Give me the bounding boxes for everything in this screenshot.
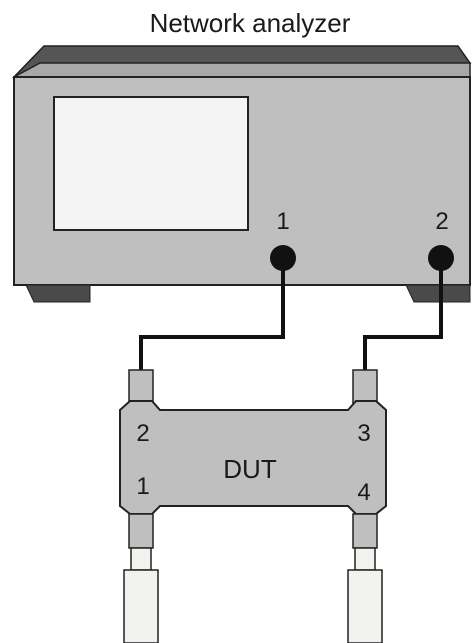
analyzer-left-foot [25, 284, 91, 303]
cable-port2-to-dut-port3 [363, 258, 443, 370]
dut-port-2-connector [128, 369, 154, 406]
dut-port-2-label: 2 [136, 420, 149, 447]
termination-port-4-collar [354, 547, 376, 571]
analyzer-port-1-label: 1 [276, 208, 289, 235]
analyzer-right-foot [405, 284, 471, 303]
dut-port-1-connector [128, 513, 154, 549]
analyzer-top-edge [13, 62, 471, 78]
network-analyzer: 1 2 [12, 45, 472, 303]
dut-block: 2 1 3 4 DUT [119, 400, 387, 515]
dut-label: DUT [223, 454, 277, 484]
termination-port-1 [123, 547, 159, 643]
dut-port-4-connector [352, 513, 378, 549]
termination-port-4 [347, 547, 383, 643]
dut-port-3-connector [352, 369, 378, 406]
termination-port-1-body [123, 569, 159, 643]
analyzer-display-screen [53, 96, 249, 231]
dut-port-4-label: 4 [357, 479, 370, 506]
diagram-title: Network analyzer [150, 8, 351, 38]
termination-port-1-collar [130, 547, 152, 571]
cable-port1-to-dut-port2 [139, 258, 285, 370]
termination-port-4-body [347, 569, 383, 643]
analyzer-port-2-label: 2 [435, 208, 448, 235]
dut-port-1-label: 1 [136, 473, 149, 500]
dut-port-3-label: 3 [357, 420, 370, 447]
